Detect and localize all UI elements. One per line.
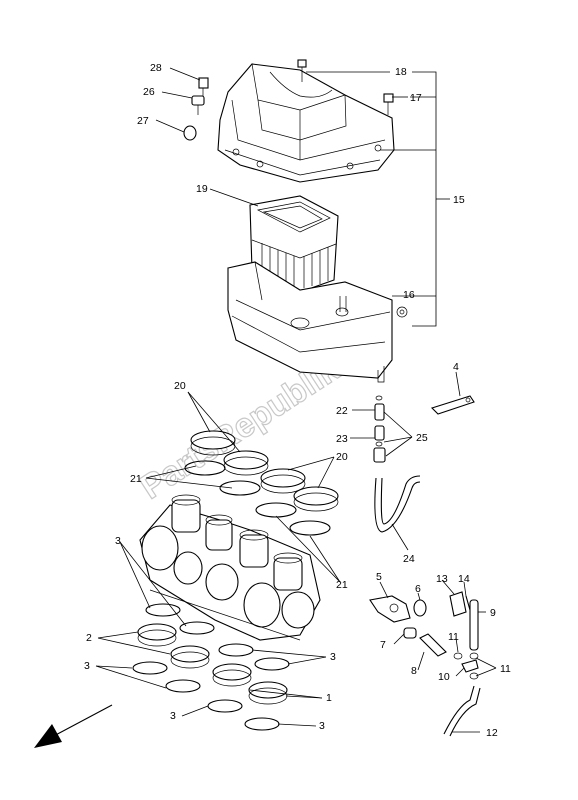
breather-hose-assembly xyxy=(373,395,421,533)
airbox-lower-case xyxy=(227,261,408,383)
callout-6: 6 xyxy=(415,583,421,595)
callout-3-bottom-left: 3 xyxy=(170,710,176,722)
callout-1: 1 xyxy=(326,692,332,704)
bracket-4 xyxy=(430,395,475,415)
clips-11 xyxy=(453,652,479,680)
joint-10 xyxy=(461,659,479,673)
hose-12 xyxy=(443,685,481,737)
screw-28 xyxy=(198,77,209,98)
callout-17: 17 xyxy=(410,92,422,104)
callout-labels: 28 26 27 18 17 15 19 16 4 22 23 25 24 20… xyxy=(84,62,511,739)
callout-3-right: 3 xyxy=(330,651,336,663)
pipe-13 xyxy=(449,591,467,617)
callout-10: 10 xyxy=(438,671,450,683)
callout-11-right: 11 xyxy=(500,663,511,675)
callout-28: 28 xyxy=(150,62,162,74)
callout-24: 24 xyxy=(403,553,415,565)
watermark: PartsRepublik xyxy=(133,350,347,508)
callout-9: 9 xyxy=(490,607,496,619)
callout-14: 14 xyxy=(458,573,470,585)
intake-boots-20 xyxy=(190,430,339,512)
callout-3-upper-left: 3 xyxy=(115,535,121,547)
pipe-14 xyxy=(465,595,471,611)
screw-17 xyxy=(383,93,394,115)
clamp-26 xyxy=(191,95,205,115)
leader-lines xyxy=(95,67,497,733)
callout-19: 19 xyxy=(196,183,208,195)
callout-20-upper: 20 xyxy=(174,380,186,392)
callout-16: 16 xyxy=(403,289,415,301)
watermark-text: PartsRepublik xyxy=(134,350,347,506)
callout-21-left: 21 xyxy=(130,473,142,485)
callout-3-lower-left: 3 xyxy=(84,660,90,672)
valve-5 xyxy=(369,595,411,623)
hose-8 xyxy=(419,633,447,657)
clamps-21 xyxy=(184,460,331,536)
callout-8: 8 xyxy=(411,665,417,677)
airbox-cover xyxy=(217,63,395,183)
callout-26: 26 xyxy=(143,86,155,98)
callout-27: 27 xyxy=(137,115,149,127)
joint-6 xyxy=(413,599,427,617)
callout-2: 2 xyxy=(86,632,92,644)
callout-21-right: 21 xyxy=(336,579,348,591)
callout-12: 12 xyxy=(486,727,498,739)
callout-20-right: 20 xyxy=(336,451,348,463)
front-direction-arrow-icon xyxy=(34,704,113,748)
callout-3-bottom-right: 3 xyxy=(319,720,325,732)
grommet-27 xyxy=(183,125,197,141)
screw-18 xyxy=(297,59,307,82)
hose-7 xyxy=(403,627,417,639)
callout-18: 18 xyxy=(395,66,407,78)
callout-5: 5 xyxy=(376,571,382,583)
callout-15: 15 xyxy=(453,194,465,206)
carb-joints-2 xyxy=(137,623,288,705)
throttle-body-assembly xyxy=(139,494,321,641)
callout-7: 7 xyxy=(380,639,386,651)
hose-9 xyxy=(469,599,479,651)
callout-22: 22 xyxy=(336,405,348,417)
callout-4: 4 xyxy=(453,361,459,373)
callout-25: 25 xyxy=(416,432,428,444)
callout-13: 13 xyxy=(436,573,448,585)
callout-11-left: 11 xyxy=(448,631,459,643)
callout-23: 23 xyxy=(336,433,348,445)
